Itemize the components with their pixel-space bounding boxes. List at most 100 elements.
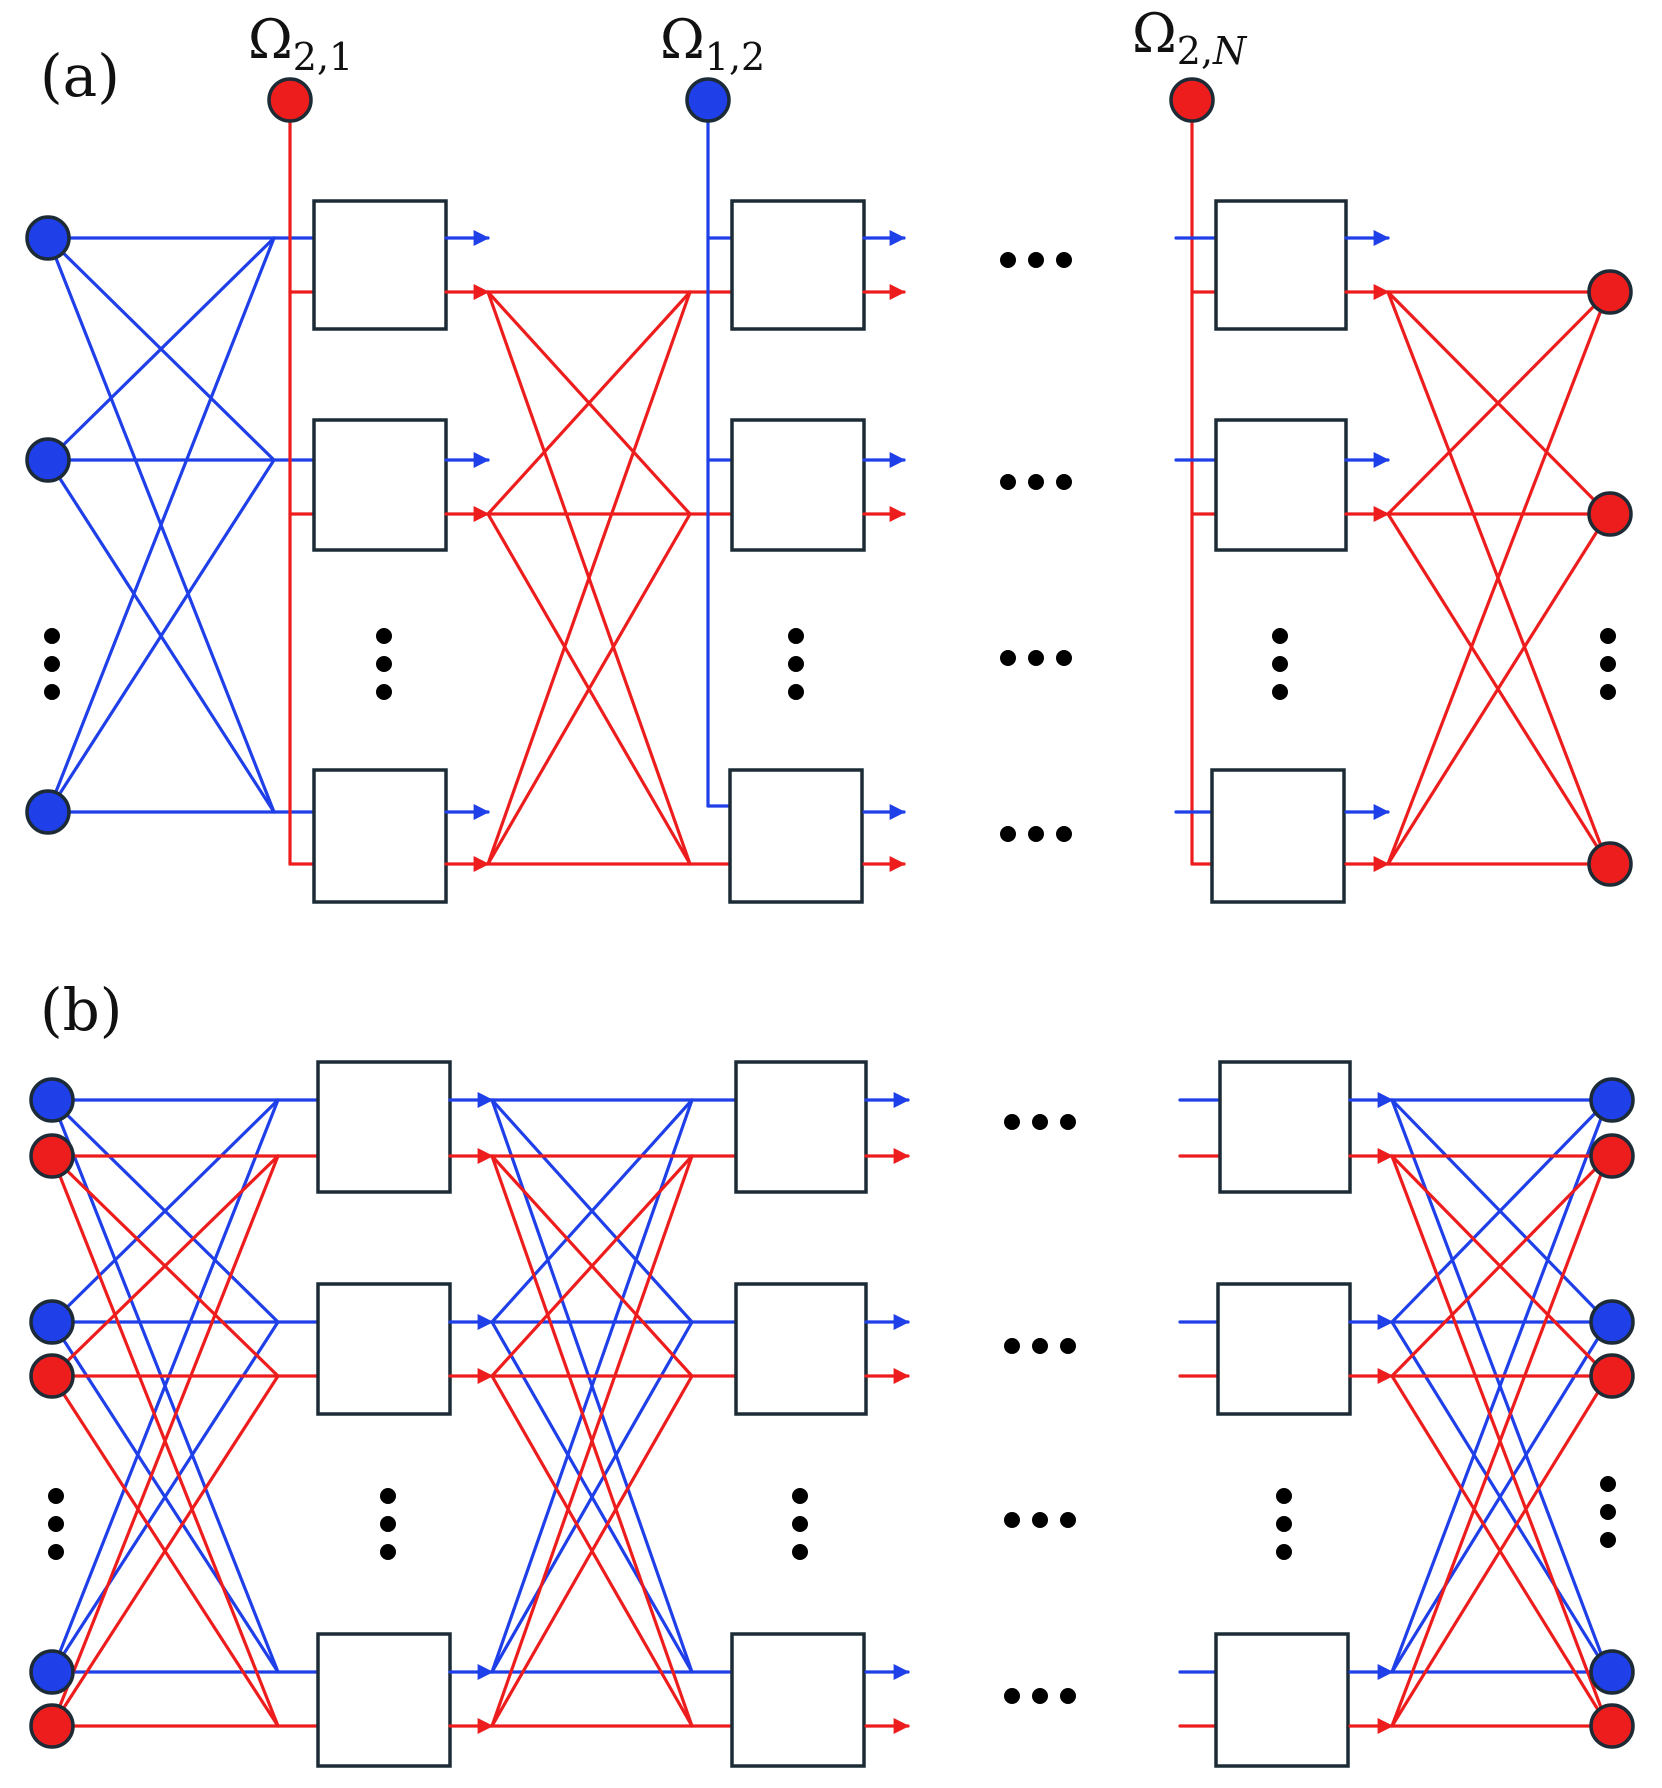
dot [1032, 1338, 1048, 1354]
ellipsis-icon [1000, 474, 1072, 490]
dot [1276, 1544, 1292, 1560]
connection-line-red [1390, 1154, 1610, 1728]
connection-line-blue [490, 1098, 694, 1674]
box [1210, 768, 1346, 904]
dot [1600, 656, 1616, 672]
omega-label-2-n: Ω2,N [1132, 2, 1248, 73]
vertical-ellipsis-icon [376, 628, 392, 700]
dot [1600, 1504, 1616, 1520]
dot [1056, 474, 1072, 490]
dot [1056, 252, 1072, 268]
omega-node-2-n [1169, 77, 1215, 123]
dot [788, 656, 804, 672]
dot [1060, 1688, 1076, 1704]
vertical-ellipsis-icon [792, 1488, 808, 1560]
box [1218, 1060, 1352, 1194]
connection-line-red [1386, 290, 1610, 516]
dot [1060, 1114, 1076, 1130]
panel-b-label: (b) [40, 976, 122, 1044]
box [312, 418, 448, 552]
box [316, 1632, 452, 1768]
dot [1272, 684, 1288, 700]
input-node-blue [25, 215, 71, 261]
omega-node-1-2 [685, 77, 731, 123]
connection-line-blue [50, 1098, 280, 1324]
dot [1600, 628, 1616, 644]
input-node-blue [29, 1299, 75, 1345]
box [728, 768, 864, 904]
connection-line-blue [50, 1098, 280, 1674]
connection-line-blue [46, 458, 276, 814]
connection-line-red [486, 512, 692, 866]
ellipsis-icon [1000, 826, 1072, 842]
box [730, 418, 866, 552]
output-node-blue [1589, 1299, 1635, 1345]
box [734, 1060, 868, 1194]
dot [1004, 1338, 1020, 1354]
dot [1004, 1688, 1020, 1704]
output-node-red [1587, 269, 1633, 315]
vertical-ellipsis-icon [48, 1488, 64, 1560]
omega-node-2-1 [267, 77, 313, 123]
dot [1028, 826, 1044, 842]
dot [1272, 628, 1288, 644]
box [730, 199, 866, 331]
connection-line-red [1390, 1154, 1610, 1378]
box [734, 1282, 868, 1416]
box [312, 199, 448, 331]
connection-line-red [490, 1154, 694, 1728]
vertical-ellipsis-icon [380, 1488, 396, 1560]
dot [376, 656, 392, 672]
dot [1056, 826, 1072, 842]
dot [376, 628, 392, 644]
box [312, 768, 448, 904]
dot [1028, 252, 1044, 268]
input-node-blue [29, 1649, 75, 1695]
connection-line-red [50, 1374, 280, 1728]
input-node-blue [29, 1077, 75, 1123]
dot [792, 1516, 808, 1532]
dot [1000, 474, 1016, 490]
panel-a-label: (a) [40, 42, 120, 110]
connection-line-blue [490, 1098, 694, 1324]
output-node-red [1587, 841, 1633, 887]
box [1214, 199, 1348, 331]
dot [376, 684, 392, 700]
output-node-blue [1589, 1077, 1635, 1123]
connection-line-red [1390, 1374, 1610, 1728]
box [316, 1060, 452, 1194]
dot [48, 1488, 64, 1504]
dot [48, 1516, 64, 1532]
input-node-red [29, 1353, 75, 1399]
box [1216, 1282, 1352, 1416]
dot [1004, 1114, 1020, 1130]
dot [380, 1488, 396, 1504]
input-node-red [29, 1133, 75, 1179]
output-node-red [1589, 1133, 1635, 1179]
dot [1000, 826, 1016, 842]
input-node-blue [25, 437, 71, 483]
dot [788, 628, 804, 644]
dot [1600, 1476, 1616, 1492]
input-node-red [29, 1703, 75, 1749]
box [316, 1282, 452, 1416]
omega-label-2-1: Ω2,1 [248, 8, 353, 79]
output-node-red [1587, 491, 1633, 537]
connection-line-red [50, 1154, 280, 1378]
output-node-red [1589, 1353, 1635, 1399]
vertical-ellipsis-icon [788, 628, 804, 700]
dot [1032, 1688, 1048, 1704]
vertical-ellipsis-icon [1276, 1488, 1292, 1560]
box [1214, 1632, 1350, 1768]
dot [44, 684, 60, 700]
dot [1060, 1512, 1076, 1528]
connection-line-red [486, 290, 692, 866]
dot [1028, 650, 1044, 666]
dot [1000, 252, 1016, 268]
dot [1600, 684, 1616, 700]
panel-b [29, 1060, 1635, 1768]
dot [44, 628, 60, 644]
dot [380, 1516, 396, 1532]
connection-line-blue [46, 236, 276, 814]
